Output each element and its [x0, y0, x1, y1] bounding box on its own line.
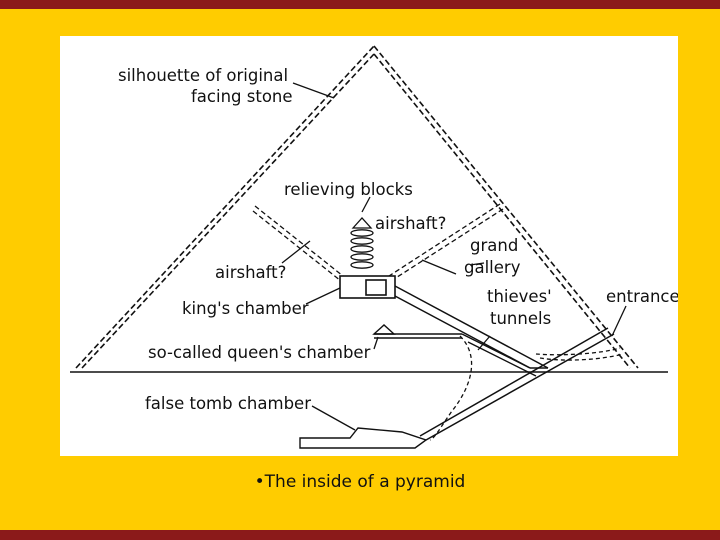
label-relieving-blocks: relieving blocks [284, 180, 413, 199]
false-tomb-chamber-shape [299, 427, 428, 449]
kings-chamber-shape [339, 275, 396, 299]
pyramid-diagram: silhouette of original facing stone reli… [70, 45, 678, 449]
label-airshaft-left: airshaft? [215, 263, 286, 282]
label-thieves-tunnels-1: thieves' [487, 287, 552, 306]
label-entrance: entrance [606, 287, 678, 306]
label-queens-chamber: so-called queen's chamber [148, 343, 371, 362]
label-grand-gallery-1: grand [470, 236, 518, 255]
pyramid-outline [75, 45, 639, 369]
leader-lines [281, 82, 627, 431]
label-false-tomb-chamber: false tomb chamber [145, 394, 311, 413]
thieves-tunnels [429, 335, 624, 441]
label-airshaft-upper: airshaft? [375, 214, 446, 233]
label-thieves-tunnels-2: tunnels [490, 309, 551, 328]
relieving-blocks [350, 217, 374, 269]
slide-caption: •The inside of a pyramid [0, 472, 720, 492]
label-facing-stone-2: facing stone [191, 87, 293, 106]
descending-passage [419, 327, 615, 441]
diagram-panel: silhouette of original facing stone reli… [60, 36, 678, 456]
queens-chamber-shape [372, 324, 462, 339]
label-grand-gallery-2: gallery [464, 258, 521, 277]
caption-text: The inside of a pyramid [264, 472, 466, 492]
airshaft-lines [252, 203, 504, 282]
caption-bullet: • [254, 472, 265, 492]
bottom-frame-bar [0, 530, 720, 540]
top-frame-bar [0, 0, 720, 9]
label-kings-chamber: king's chamber [182, 299, 309, 318]
label-facing-stone-1: silhouette of original [118, 66, 288, 85]
